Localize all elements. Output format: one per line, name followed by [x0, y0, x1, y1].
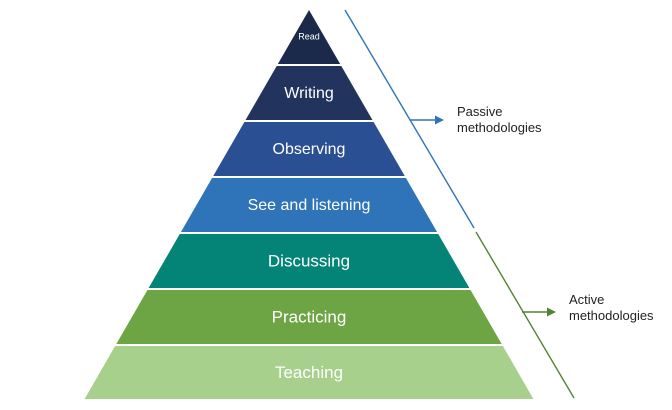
pyramid-layer-1 — [245, 66, 373, 120]
active-bracket-line — [475, 231, 575, 399]
pyramid-layer-label-5: Practicing — [272, 307, 347, 326]
pyramid-layer-label-4: Discussing — [268, 251, 350, 270]
pyramid-layer-label-2: Observing — [273, 141, 346, 158]
pyramid-layer-label-0: Read — [298, 31, 320, 41]
pyramid-layer-4 — [148, 234, 470, 288]
active-arrow-head — [547, 307, 556, 317]
passive-bracket-line — [344, 9, 475, 229]
pyramid-layer-label-1: Writing — [284, 85, 334, 102]
pyramid-layer-3 — [180, 178, 438, 232]
passive-arrow-head — [435, 115, 444, 125]
active-label-line1: Active — [569, 292, 605, 307]
active-label-line2: methodologies — [569, 308, 654, 323]
pyramid-layer-label-3: See and listening — [248, 197, 371, 214]
pyramid-layer-6 — [84, 346, 534, 399]
passive-methodologies-label: Passive methodologies — [457, 104, 542, 136]
passive-label-line1: Passive — [457, 104, 503, 119]
pyramid-layer-0 — [277, 10, 341, 64]
pyramid-layer-2 — [213, 122, 405, 176]
active-methodologies-label: Active methodologies — [569, 292, 654, 324]
pyramid-layer-label-6: Teaching — [275, 363, 343, 382]
passive-label-line2: methodologies — [457, 120, 542, 135]
pyramid-layer-5 — [116, 290, 502, 344]
